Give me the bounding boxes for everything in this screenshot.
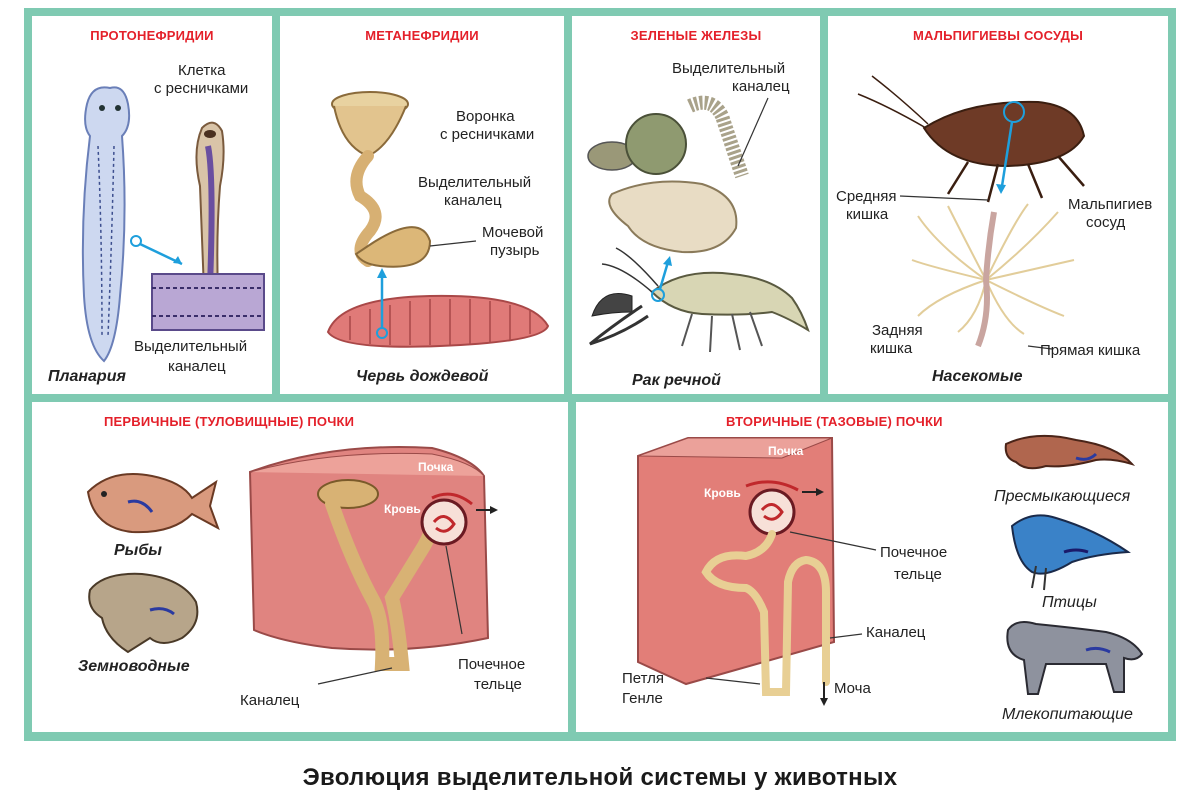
reptiles-label: Пресмыкающиеся bbox=[994, 488, 1131, 505]
label-funnel-2: с ресничками bbox=[440, 126, 535, 143]
green-gland-illustration bbox=[587, 95, 810, 353]
label-kidney: Почка bbox=[418, 460, 454, 474]
secondary-kidney-illustration bbox=[637, 434, 1144, 706]
label-canal: Каналец bbox=[866, 624, 926, 641]
label-henle-2: Генле bbox=[622, 690, 663, 707]
animal-planaria: Планария bbox=[48, 368, 126, 385]
excretory-canal-tube bbox=[151, 273, 265, 331]
earthworm-shape bbox=[326, 294, 550, 348]
label-bladder-2: пузырь bbox=[490, 242, 540, 259]
amphibians-label: Земноводные bbox=[78, 658, 190, 675]
label-cell-1: Клетка bbox=[178, 62, 226, 79]
panel-title: ВТОРИЧНЫЕ (ТАЗОВЫЕ) ПОЧКИ bbox=[726, 414, 943, 429]
panel-title: ПРОТОНЕФРИДИИ bbox=[90, 28, 214, 43]
birds-label: Птицы bbox=[1042, 594, 1097, 611]
animal-earthworm: Червь дождевой bbox=[356, 368, 489, 385]
label-midgut-2: кишка bbox=[846, 206, 889, 223]
label-canal-1: Выделительный bbox=[134, 338, 248, 355]
crayfish-bladder bbox=[608, 180, 738, 254]
panel-title: ПЕРВИЧНЫЕ (ТУЛОВИЩНЫЕ) ПОЧКИ bbox=[104, 414, 355, 429]
frog-shape bbox=[88, 572, 199, 654]
label-renal-body-2: тельце bbox=[474, 676, 522, 693]
reptile-shape bbox=[1004, 434, 1136, 470]
protonephridia-illustration bbox=[81, 86, 265, 363]
label-canal-2: каналец bbox=[732, 78, 790, 95]
fish-shape bbox=[86, 473, 220, 534]
label-funnel-1: Воронка bbox=[456, 108, 515, 125]
label-urine: Моча bbox=[834, 680, 871, 697]
label-vessel-2: сосуд bbox=[1086, 214, 1126, 231]
panel-primary-kidneys: ПЕРВИЧНЫЕ (ТУЛОВИЩНЫЕ) ПОЧКИ Рыбы Земнов… bbox=[32, 402, 568, 732]
label-canal-1: Выделительный bbox=[672, 60, 786, 77]
secondary-glomerulus bbox=[748, 488, 796, 536]
label-blood: Кровь bbox=[384, 502, 421, 516]
mammals-label: Млекопитающие bbox=[1002, 706, 1133, 723]
panel-title: ЗЕЛЕНЫЕ ЖЕЛЕЗЫ bbox=[630, 28, 762, 43]
panel-title: МЕТАНЕФРИДИИ bbox=[365, 28, 479, 43]
animal-insects: Насекомые bbox=[932, 368, 1023, 385]
primary-kidney-block bbox=[248, 446, 490, 651]
label-blood: Кровь bbox=[704, 486, 741, 500]
label-renal-body-1: Почечное bbox=[458, 656, 526, 673]
label-vessel-1: Мальпигиев bbox=[1068, 196, 1153, 213]
cockroach-shape bbox=[922, 100, 1086, 168]
label-rectum: Прямая кишка bbox=[1040, 342, 1141, 359]
mammal-shape bbox=[1006, 621, 1144, 695]
panel-secondary-kidneys: ВТОРИЧНЫЕ (ТАЗОВЫЕ) ПОЧКИ Почка Кровь По… bbox=[576, 402, 1168, 732]
fish-label: Рыбы bbox=[114, 542, 162, 559]
panel-green-glands: ЗЕЛЕНЫЕ ЖЕЛЕЗЫ Выделительный каналец Рак… bbox=[572, 16, 820, 394]
label-canal: Каналец bbox=[240, 692, 300, 709]
secondary-tubule bbox=[701, 530, 830, 696]
panel-malpighian: МАЛЬПИГИЕВЫ СОСУДЫ Средняя кишка Мальпиг… bbox=[828, 16, 1168, 394]
gland-body bbox=[625, 113, 687, 175]
label-bladder-1: Мочевой bbox=[482, 224, 544, 241]
label-kidney: Почка bbox=[768, 444, 804, 458]
diagram-caption: Эволюция выделительной системы у животны… bbox=[302, 764, 898, 791]
label-hindgut-1: Задняя bbox=[872, 322, 923, 339]
label-renal-body-2: тельце bbox=[894, 566, 942, 583]
panel-metanephridia: МЕТАНЕФРИДИИ Воронка с ресничками Выдели… bbox=[280, 16, 564, 394]
label-hindgut-2: кишка bbox=[870, 340, 913, 357]
label-henle-1: Петля bbox=[622, 670, 665, 687]
malpighian-illustration bbox=[857, 75, 1086, 350]
bird-shape bbox=[1010, 514, 1131, 575]
label-canal-2: каналец bbox=[444, 192, 502, 209]
panel-protonephridia: ПРОТОНЕФРИДИИ Клетка с ресничками Выдели… bbox=[32, 16, 272, 394]
crayfish-shape bbox=[650, 271, 810, 333]
primary-kidney-illustration bbox=[86, 446, 498, 685]
primary-tubule bbox=[325, 497, 443, 671]
label-midgut-1: Средняя bbox=[836, 188, 897, 205]
label-canal-1: Выделительный bbox=[418, 174, 532, 191]
gland-canal bbox=[687, 95, 749, 179]
animal-crayfish: Рак речной bbox=[632, 372, 721, 389]
panel-title: МАЛЬПИГИЕВЫ СОСУДЫ bbox=[912, 28, 1084, 43]
label-renal-body-1: Почечное bbox=[880, 544, 948, 561]
primary-glomerulus bbox=[420, 498, 468, 546]
label-canal-2: каналец bbox=[168, 358, 226, 375]
metanephridium-canal bbox=[350, 150, 382, 267]
planaria-shape bbox=[81, 86, 131, 363]
label-cell-2: с ресничками bbox=[154, 80, 249, 97]
metanephridia-illustration bbox=[326, 91, 550, 348]
bladder bbox=[354, 226, 432, 268]
malpighian-tubules bbox=[911, 203, 1075, 335]
